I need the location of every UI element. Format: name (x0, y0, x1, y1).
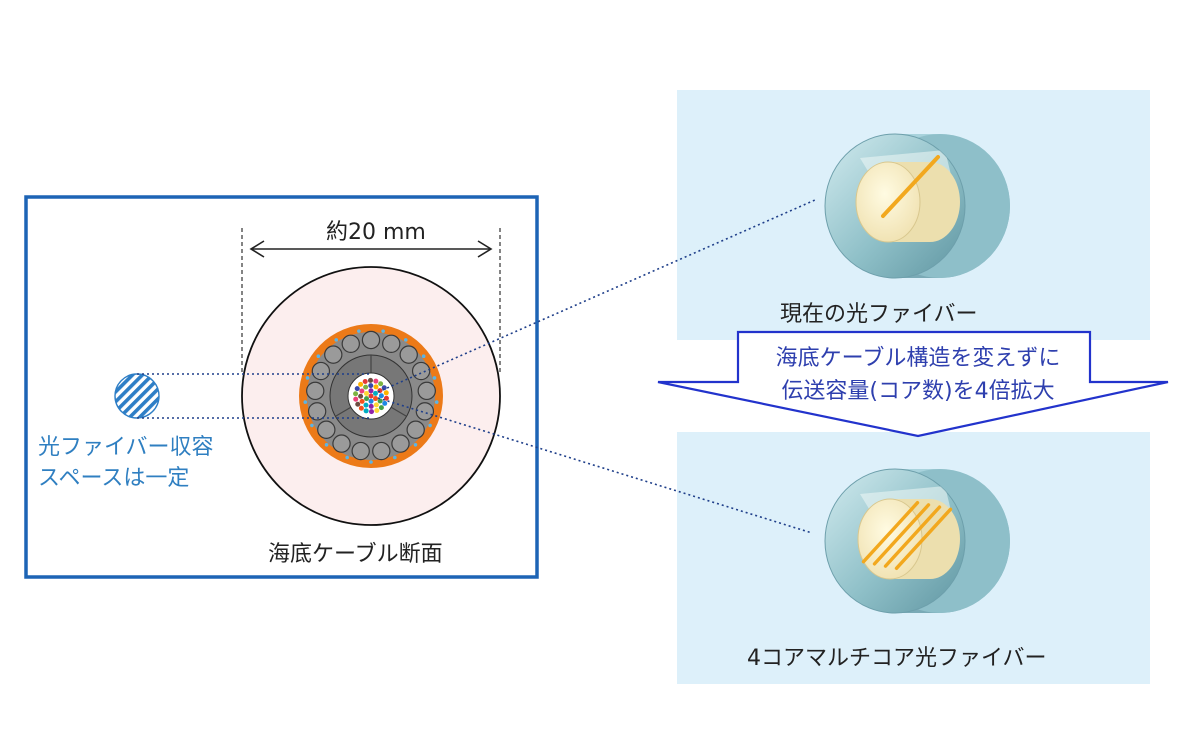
armor-wire (399, 345, 418, 364)
fiber-strand (378, 405, 384, 411)
armor-wire (311, 361, 331, 381)
fiber-strand (382, 400, 388, 406)
armor-wire (372, 441, 391, 461)
arrow-text-line1: 海底ケーブル構造を変えずに (775, 346, 1061, 371)
multicore-fiber-caption: 4コアマルチコア光ファイバー (747, 646, 1047, 671)
fiber-strand (367, 377, 373, 383)
tube-segments (335, 355, 407, 417)
multicore-core-line (872, 503, 931, 566)
fiber-strand (358, 393, 364, 399)
fiber-strand (359, 388, 365, 394)
space-note-line1: 光ファイバー収容 (38, 435, 214, 460)
fiber-strand (363, 408, 369, 414)
wire-filler (310, 423, 314, 428)
fiber-strand (363, 390, 369, 396)
wire-filler (324, 442, 329, 447)
wire-filler (434, 400, 439, 404)
wire-filler (316, 354, 321, 359)
armor-wire (306, 381, 325, 401)
fiber-strand (372, 390, 378, 396)
space-note-line2: スペースは一定 (38, 466, 190, 491)
fiber-strand (353, 391, 359, 397)
wire-filler (303, 400, 308, 404)
callout-line-multicore (377, 397, 813, 534)
wire-filler (345, 455, 349, 460)
armor-wire (341, 334, 360, 353)
armor-wire (317, 420, 336, 439)
cable-cross-section (241, 266, 501, 526)
multicore-core-line (861, 501, 920, 564)
fiber-strand (368, 383, 374, 389)
armor-wire (406, 420, 425, 439)
dimension-label: 約20 mm (326, 220, 426, 245)
armor-wire (382, 334, 401, 353)
armor-wires (303, 329, 439, 464)
fiber-strand (354, 386, 360, 392)
wire-filler (421, 354, 426, 359)
multicore-core-line (894, 507, 953, 570)
armor-wire (391, 434, 410, 453)
fiber-strand (355, 401, 361, 407)
wire-filler (305, 376, 310, 380)
current-fiber-caption: 現在の光ファイバー (780, 302, 978, 327)
fiber-strand (373, 378, 379, 384)
fiber-strand (368, 403, 374, 409)
armor-wire (411, 361, 431, 381)
multicore-cores (861, 501, 953, 570)
wire-filler (357, 329, 361, 333)
fiber-space-note: 光ファイバー収容 スペースは一定 (38, 432, 214, 494)
arrow-text: 海底ケーブル構造を変えずに 伝送容量(コア数)を4倍拡大 (742, 342, 1094, 408)
cable-section-caption: 海底ケーブル断面 (268, 542, 443, 567)
fiber-strand (368, 393, 374, 399)
fiber-strand (363, 402, 369, 408)
fiber-strand (358, 405, 364, 411)
wire-filler (393, 455, 397, 460)
fiber-strand (362, 379, 368, 385)
fiber-strand (359, 398, 365, 404)
fiber-strand (374, 407, 380, 413)
fiber-bundle (353, 377, 389, 415)
fiber-strand (383, 395, 389, 401)
armor-wire (415, 402, 435, 421)
fiber-strand (364, 396, 370, 402)
armor-wire (324, 345, 343, 364)
wire-filler (403, 338, 408, 342)
wire-filler (432, 376, 437, 380)
fiber-strand (358, 381, 364, 387)
fiber-strand (378, 393, 384, 399)
fiber-strand (353, 396, 359, 402)
fiber-strand (363, 384, 369, 390)
fiber-strand (378, 381, 384, 387)
wire-filler (413, 442, 418, 447)
fiber-strand (368, 388, 374, 394)
fiber-space-indicator (114, 373, 160, 419)
fiber-strand (368, 398, 374, 404)
multicore-core-line (883, 505, 942, 568)
wire-filler (381, 329, 385, 333)
fiber-strand (373, 384, 379, 390)
fiber-strand (377, 398, 383, 404)
armor-wire (307, 402, 327, 421)
capacity-arrow (657, 330, 1169, 438)
wire-filler (428, 423, 432, 428)
current-fiber-illustration (824, 133, 1010, 279)
multicore-fiber-illustration (824, 468, 1010, 614)
dimension-indicator (241, 228, 501, 373)
armor-wire (417, 381, 436, 401)
fiber-strand (369, 409, 375, 415)
wire-filler (369, 460, 373, 464)
armor-wire (332, 434, 351, 453)
wire-filler (334, 338, 339, 342)
fiber-strand (373, 396, 379, 402)
fiber-strand (383, 390, 389, 396)
fiber-strand (373, 402, 379, 408)
fiber-strand (377, 388, 383, 394)
arrow-text-line2: 伝送容量(コア数)を4倍拡大 (781, 379, 1055, 404)
armor-wire (351, 441, 370, 461)
armor-wire (361, 330, 381, 350)
fiber-core-line (881, 155, 940, 218)
